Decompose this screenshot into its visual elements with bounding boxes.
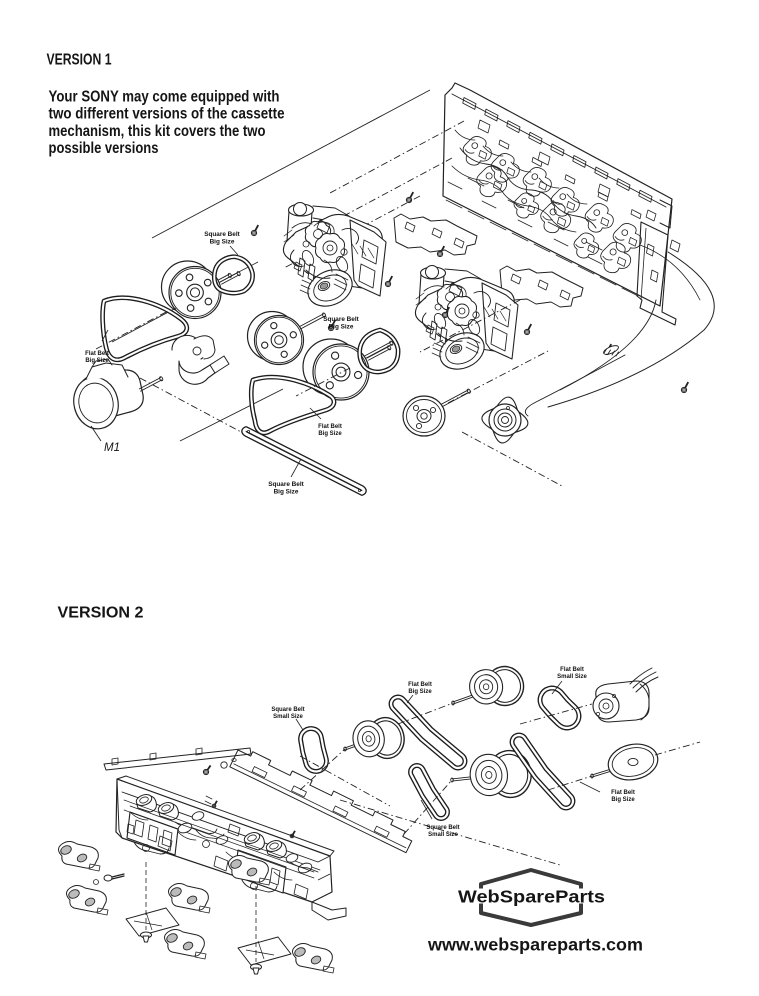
svg-text:Small Size: Small Size <box>557 674 587 680</box>
svg-text:Big Size: Big Size <box>318 431 342 437</box>
svg-text:WebSpareParts: WebSpareParts <box>458 887 605 907</box>
svg-text:Big Size: Big Size <box>85 358 109 364</box>
svg-text:www.webspareparts.com: www.webspareparts.com <box>427 935 643 955</box>
svg-text:Square Belt: Square Belt <box>268 481 304 488</box>
svg-text:VERSION 2: VERSION 2 <box>58 605 144 622</box>
svg-text:VERSION 1: VERSION 1 <box>47 52 112 69</box>
svg-text:possible versions: possible versions <box>49 140 159 157</box>
svg-text:Big Size: Big Size <box>329 324 354 331</box>
svg-text:Flat Belt: Flat Belt <box>318 424 342 430</box>
svg-text:Flat Belt: Flat Belt <box>560 667 584 673</box>
svg-text:Big Size: Big Size <box>210 239 235 246</box>
svg-text:Flat Belt: Flat Belt <box>611 790 635 796</box>
svg-text:Your SONY may come equipped wi: Your SONY may come equipped with <box>49 88 280 105</box>
svg-text:Square Belt: Square Belt <box>426 825 459 831</box>
svg-text:Square Belt: Square Belt <box>271 707 304 713</box>
svg-text:mechanism, this kit covers the: mechanism, this kit covers the two <box>49 123 266 140</box>
svg-text:Small Size: Small Size <box>428 832 458 838</box>
svg-text:M1: M1 <box>104 442 120 454</box>
svg-text:Small Size: Small Size <box>273 714 303 720</box>
svg-text:Big Size: Big Size <box>408 689 432 695</box>
svg-text:Square Belt: Square Belt <box>323 316 359 323</box>
svg-text:Flat Belt: Flat Belt <box>408 682 432 688</box>
svg-text:Big Size: Big Size <box>611 797 635 803</box>
svg-text:Square Belt: Square Belt <box>204 231 240 238</box>
svg-text:two different versions of the: two different versions of the cassette <box>49 106 285 123</box>
svg-text:Flat Belt: Flat Belt <box>85 351 109 357</box>
svg-text:Big Size: Big Size <box>274 489 299 496</box>
